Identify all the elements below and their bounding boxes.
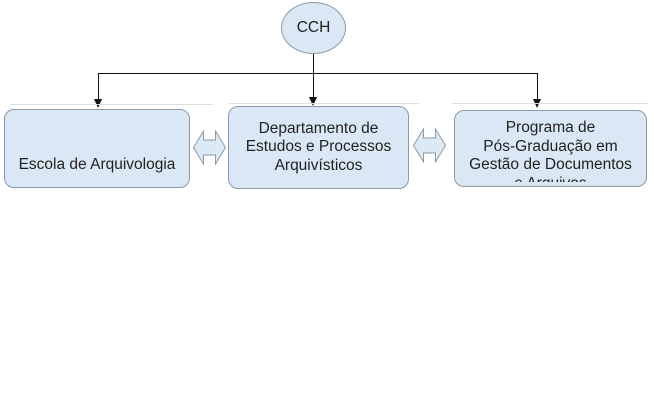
root-node-cch: CCH xyxy=(281,2,346,54)
canvas-artifact-line xyxy=(452,103,648,104)
double-arrow-icon xyxy=(413,128,446,163)
node-programa-pos-graduacao: Programa de Pós-Graduação em Gestão de D… xyxy=(454,110,647,187)
node-text-line: Estudos e Processos xyxy=(245,138,392,156)
connector-stem-line xyxy=(313,54,314,74)
node-text-line: Gestão de Documentos xyxy=(469,156,632,173)
connector-drop-line-center xyxy=(313,73,314,97)
node-text-line: Programa de xyxy=(505,119,596,136)
node-text-line: Departamento de xyxy=(258,119,379,137)
node-escola-de-arquivologia: Escola de Arquivologia xyxy=(4,109,190,188)
connector-drop-line-left xyxy=(98,73,99,100)
node-departamento-estudos-processos: Departamento de Estudos e Processos Arqu… xyxy=(228,106,409,189)
canvas-artifact-line xyxy=(229,103,419,104)
node-text-line: Pós-Graduação em xyxy=(483,137,618,155)
connector-drop-line-right xyxy=(537,73,538,100)
connector-horizontal-line xyxy=(98,73,538,74)
node-text-line: Escola de Arquivologia xyxy=(18,155,176,173)
canvas-artifact-line xyxy=(10,104,213,105)
root-node-label: CCH xyxy=(296,19,331,36)
arrowhead-down-icon xyxy=(94,99,102,108)
clipped-text-line: e Arquivos xyxy=(455,175,646,182)
node-text-line: Arquivísticos xyxy=(274,156,363,174)
arrowhead-down-icon xyxy=(309,97,317,106)
double-arrow-icon xyxy=(193,130,226,165)
